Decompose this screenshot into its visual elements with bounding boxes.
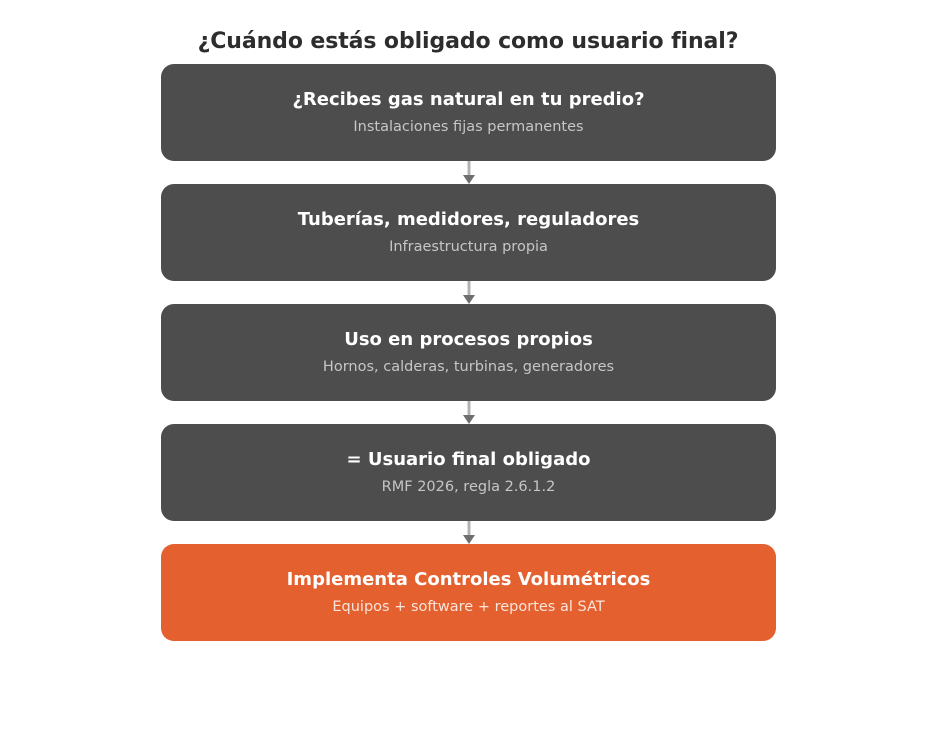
flow-node-1[interactable]: ¿Recibes gas natural en tu predio? Insta… [161,64,776,184]
flow-node-2[interactable]: Tuberías, medidores, reguladores Infraes… [161,184,776,304]
page-title: ¿Cuándo estás obligado como usuario fina… [197,29,739,54]
flow-node-4[interactable]: = Usuario final obligado RMF 2026, regla… [161,424,776,544]
arrow-down-icon [462,281,476,304]
flow-node-subtitle: Instalaciones fijas permanentes [353,119,584,135]
flow-node-title: ¿Recibes gas natural en tu predio? [292,89,645,110]
arrow-down-icon [462,161,476,184]
arrow-down-icon [462,521,476,544]
flow-node-subtitle: RMF 2026, regla 2.6.1.2 [381,479,556,495]
flow-node-title: Uso en procesos propios [344,329,593,350]
flow-node-list: ¿Recibes gas natural en tu predio? Insta… [161,64,776,641]
flow-node-subtitle: Hornos, calderas, turbinas, generadores [322,359,615,375]
flow-node-subtitle: Equipos + software + reportes al SAT [332,599,605,615]
arrow-down-icon [462,401,476,424]
flow-node-3[interactable]: Uso en procesos propios Hornos, calderas… [161,304,776,424]
flow-node-title: Tuberías, medidores, reguladores [297,209,640,230]
flow-node-title: = Usuario final obligado [346,449,591,470]
flow-node-title: Implementa Controles Volumétricos [286,569,651,590]
flow-node-subtitle: Infraestructura propia [389,239,548,255]
flow-node-5[interactable]: Implementa Controles Volumétricos Equipo… [161,544,776,641]
